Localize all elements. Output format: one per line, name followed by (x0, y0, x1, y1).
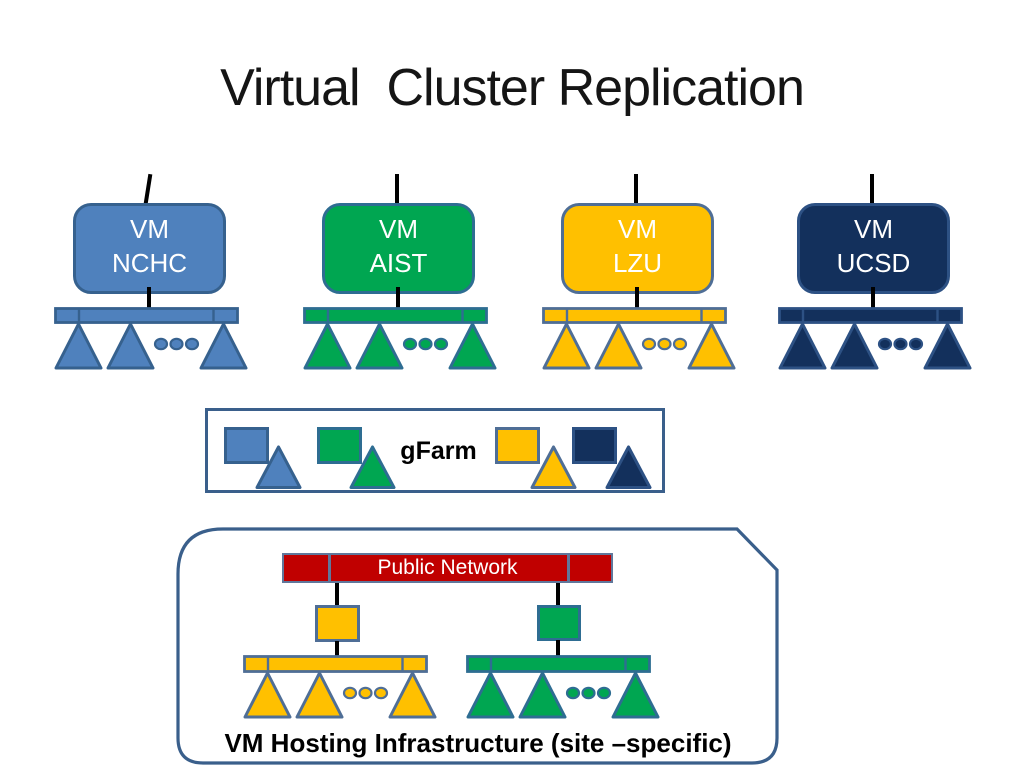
vm-box-label-line1: VM (618, 214, 657, 244)
node-triangle (923, 322, 972, 370)
uplink-line (395, 174, 399, 204)
gfarm-square-navy (572, 427, 617, 464)
vm-box-label-line2: AIST (369, 248, 428, 278)
vm-box: VM LZU (561, 203, 714, 294)
ellipsis-dot (342, 686, 358, 700)
hosting-caption: VM Hosting Infrastructure (site –specifi… (224, 728, 732, 758)
node-triangle (243, 671, 292, 719)
ellipsis-dot (565, 686, 581, 700)
ellipsis-dot (402, 337, 418, 351)
gfarm-triangle-yellow (530, 445, 577, 489)
connector-line (556, 640, 560, 657)
gfarm-square-green (317, 427, 362, 464)
node-bus (778, 307, 972, 370)
vm-box-label-line2: NCHC (111, 248, 188, 278)
connector-line (335, 641, 339, 657)
vm-box-label-line1: VM (130, 214, 169, 244)
node-triangle (54, 322, 103, 370)
vm-box-label-line2: LZU (612, 248, 663, 278)
node-triangle (778, 322, 827, 370)
node-bus-green (466, 655, 660, 719)
public-network-bar: Public Network (282, 553, 613, 583)
vm-cluster-lzu: VM LZU (541, 172, 736, 374)
node-triangle (448, 322, 497, 370)
public-network-label: Public Network (377, 556, 518, 579)
gfarm-label: gFarm (400, 437, 477, 465)
ellipsis-dot (657, 337, 672, 351)
bar-divider (328, 555, 331, 581)
gfarm-triangle-green (349, 445, 396, 489)
gfarm-box: gFarm (205, 408, 665, 493)
ellipsis-dot (373, 686, 389, 700)
gfarm-square-blue (224, 427, 269, 464)
vm-cluster-ucsd: VM UCSD (777, 172, 972, 374)
ellipsis-dot (358, 686, 373, 700)
uplink-line (143, 173, 153, 205)
downlink-line (396, 287, 400, 308)
ellipsis-dot (877, 337, 893, 351)
node-bus (303, 307, 497, 370)
vm-box-label-line2: UCSD (836, 248, 911, 278)
gfarm-triangle-navy (605, 445, 652, 489)
node-triangle (518, 671, 567, 719)
uplink-line (634, 174, 638, 204)
node-triangle (303, 322, 352, 370)
vm-box: VM AIST (322, 203, 475, 294)
ellipsis-dot (153, 337, 169, 351)
node-triangle (466, 671, 515, 719)
connector-line (335, 583, 339, 606)
vm-box-label-line1: VM (379, 214, 418, 244)
ellipsis-dot (893, 337, 908, 351)
gateway-square-green (537, 605, 581, 641)
vm-box: VM UCSD (797, 203, 950, 294)
downlink-line (871, 287, 875, 308)
downlink-line (635, 287, 639, 308)
node-triangle (295, 671, 344, 719)
ellipsis-dot (418, 337, 433, 351)
gfarm-square-yellow (495, 427, 540, 464)
ellipsis-dot (169, 337, 184, 351)
gfarm-triangle-blue (255, 445, 302, 489)
vm-cluster-nchc: VM NCHC (53, 172, 248, 374)
ellipsis-dot (581, 686, 596, 700)
uplink-line (870, 174, 874, 204)
ellipsis-dot (672, 337, 688, 351)
ellipsis-dot (596, 686, 612, 700)
downlink-line (147, 287, 151, 308)
node-triangle (611, 671, 660, 719)
ellipsis-dot (184, 337, 200, 351)
node-triangle (830, 322, 879, 370)
bar-divider (567, 555, 570, 581)
slide-title: Virtual Cluster Replication (220, 59, 805, 117)
vm-cluster-aist: VM AIST (302, 172, 497, 374)
node-triangle (594, 322, 643, 370)
node-triangle (687, 322, 736, 370)
connector-line (556, 583, 560, 606)
bus-bar (54, 307, 239, 324)
vm-box: VM NCHC (73, 203, 226, 294)
node-bus (542, 307, 736, 370)
vm-box-label-line1: VM (854, 214, 893, 244)
ellipsis-dot (433, 337, 449, 351)
node-triangle (199, 322, 248, 370)
node-bus-yellow (243, 655, 437, 719)
node-triangle (106, 322, 155, 370)
node-bus (54, 307, 248, 370)
node-triangle (388, 671, 437, 719)
node-triangle (355, 322, 404, 370)
ellipsis-dot (641, 337, 657, 351)
ellipsis-dot (908, 337, 924, 351)
gateway-square-yellow (315, 605, 360, 642)
node-triangle (542, 322, 591, 370)
